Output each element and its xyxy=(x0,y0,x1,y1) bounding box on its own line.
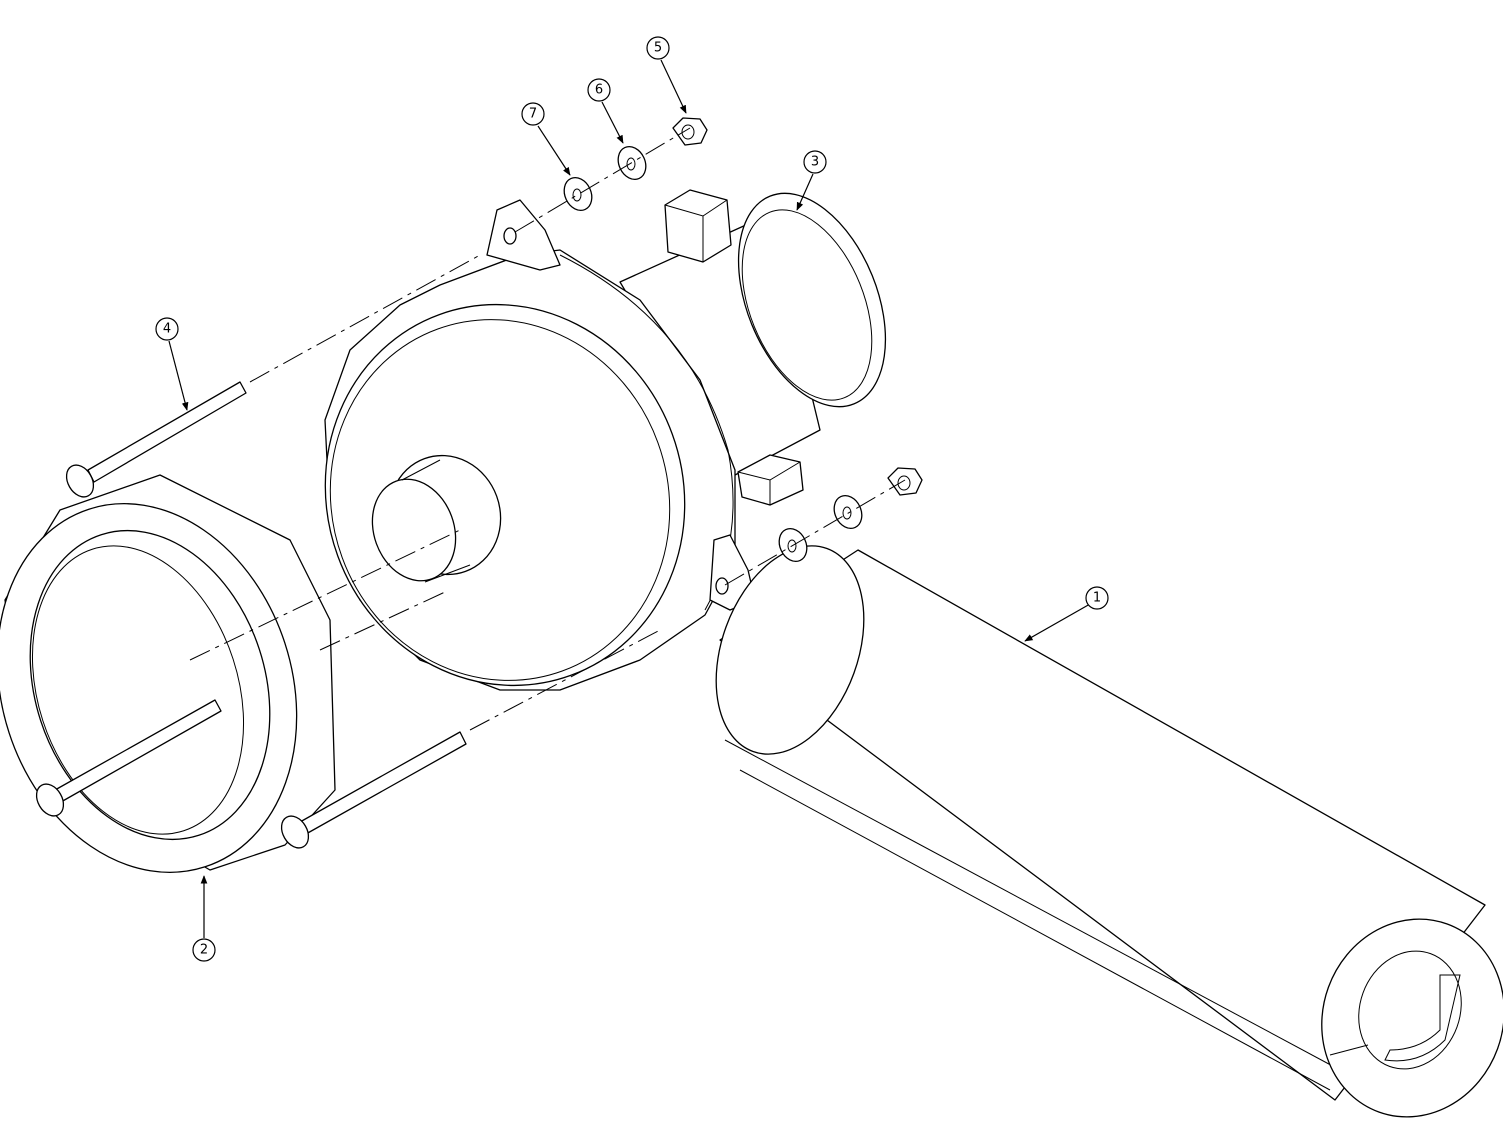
callout-4: 4 xyxy=(155,317,179,341)
callout-3: 3 xyxy=(803,150,827,174)
top-hardware xyxy=(563,117,708,212)
tube-part-1 xyxy=(715,545,1503,1118)
main-housing xyxy=(324,199,756,691)
leader-lines xyxy=(168,59,1091,938)
tie-rods-part-4 xyxy=(35,381,467,849)
callout-3-label: 3 xyxy=(811,155,819,170)
callout-4-label: 4 xyxy=(163,322,171,337)
callout-2: 2 xyxy=(192,938,216,962)
callout-5: 5 xyxy=(646,36,670,60)
callout-6-label: 6 xyxy=(595,83,603,98)
centerlines xyxy=(189,127,906,731)
callout-6: 6 xyxy=(587,78,611,102)
callout-7-label: 7 xyxy=(529,107,537,122)
callout-2-label: 2 xyxy=(200,943,208,958)
callout-7: 7 xyxy=(521,102,545,126)
callout-5-label: 5 xyxy=(654,41,662,56)
rear-cap-part-3 xyxy=(619,189,887,506)
callout-1: 1 xyxy=(1085,586,1109,610)
callout-1-label: 1 xyxy=(1093,591,1101,606)
